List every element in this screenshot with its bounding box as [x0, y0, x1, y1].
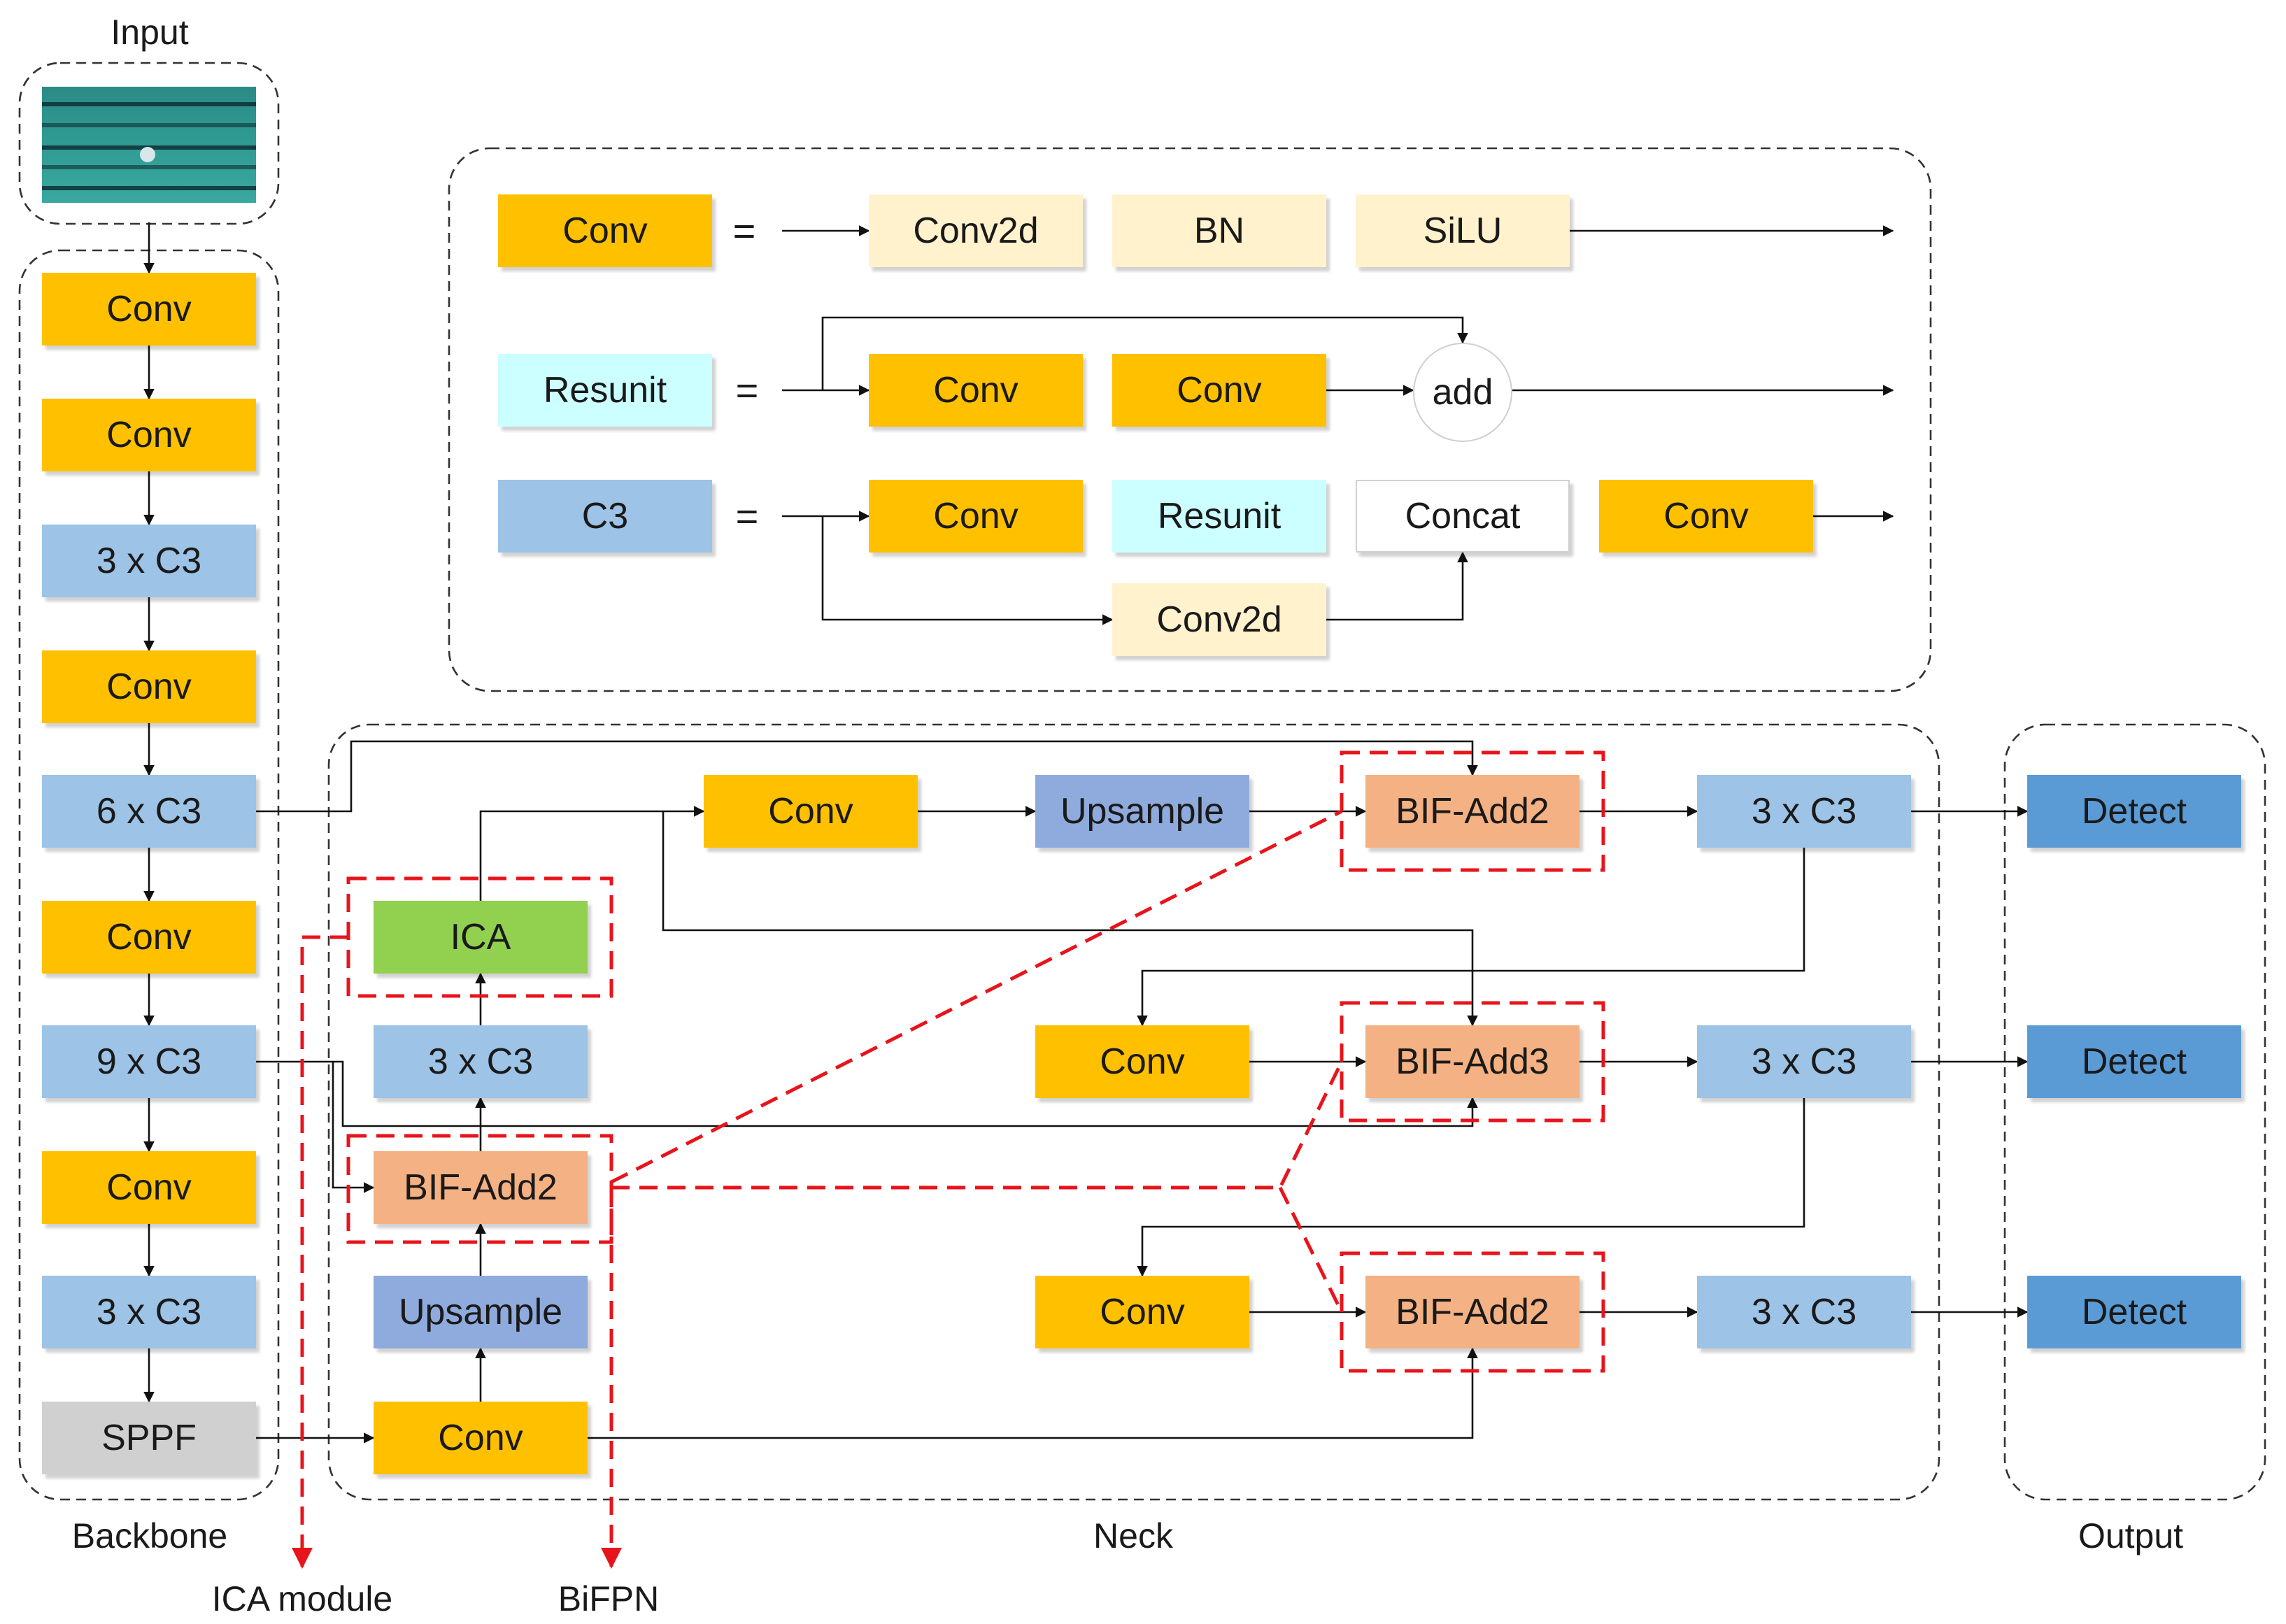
legend-c3-conv-1: Conv	[869, 480, 1083, 553]
bot-bif-highlight-box	[1340, 1251, 1605, 1373]
legend-c3-lhs: C3	[498, 480, 712, 553]
neck-ica-block: ICA	[374, 901, 588, 974]
neck-label: Neck	[1093, 1516, 1173, 1555]
neck-mid-c3: 3 x C3	[1697, 1025, 1911, 1098]
backbone-block-7: 9 x C3	[42, 1025, 256, 1098]
neck-bot-c3: 3 x C3	[1697, 1276, 1911, 1348]
arrow-6xc3-to-top-bif	[256, 740, 1478, 813]
bifpn-link-to-bot	[1278, 1186, 1344, 1313]
bifpn-link-to-mid	[611, 1060, 1344, 1190]
ica-module-label: ICA module	[211, 1579, 393, 1618]
legend-add-node: add	[1413, 343, 1512, 442]
neck-top-upsample: Upsample	[1035, 775, 1249, 848]
swimmer-mark	[140, 147, 155, 162]
legend-c3-concat: Concat	[1356, 480, 1570, 553]
neck-mid-conv: Conv	[1035, 1025, 1249, 1098]
legend-equals-3: =	[735, 494, 759, 539]
neck-left-c3: 3 x C3	[374, 1025, 588, 1098]
neck-left-conv: Conv	[374, 1402, 588, 1474]
backbone-block-10: SPPF	[42, 1402, 256, 1474]
legend-resunit-lhs: Resunit	[498, 354, 712, 427]
backbone-block-3: 3 x C3	[42, 525, 256, 597]
bifpn-label: BiFPN	[558, 1579, 660, 1618]
legend-equals-2: =	[735, 368, 759, 413]
neck-group-outline	[327, 723, 1940, 1501]
backbone-block-2: Conv	[42, 399, 256, 471]
input-pool-image	[42, 87, 256, 203]
backbone-block-4: Conv	[42, 650, 256, 723]
detect-head-1: Detect	[2027, 775, 2241, 848]
mid-bif-highlight-box	[1340, 1001, 1605, 1123]
backbone-label: Backbone	[71, 1516, 228, 1555]
neck-top-conv: Conv	[704, 775, 918, 848]
legend-group-outline	[448, 147, 1932, 692]
ica-highlight-box	[346, 876, 613, 998]
neck-bot-conv: Conv	[1035, 1276, 1249, 1348]
legend-conv2d: Conv2d	[869, 194, 1083, 267]
backbone-block-8: Conv	[42, 1151, 256, 1224]
left-bif-highlight-box	[346, 1134, 613, 1244]
detect-head-2: Detect	[2027, 1025, 2241, 1098]
arrow-9xc3-to-left-bif	[332, 1062, 375, 1193]
arrow-9xc3-to-mid-bif	[256, 1060, 1478, 1127]
legend-res-conv-2: Conv	[1112, 354, 1326, 427]
legend-bn: BN	[1112, 194, 1326, 267]
input-label: Input	[111, 13, 189, 52]
neck-top-bif-add2: BIF-Add2	[1365, 775, 1579, 848]
arrow-conv-to-bot-bif	[588, 1347, 1478, 1439]
top-bif-highlight-box	[1340, 750, 1605, 872]
arrow-ica-to-top-conv	[479, 806, 705, 901]
ica-module-pointer	[292, 935, 348, 1569]
neck-top-c3: 3 x C3	[1697, 775, 1911, 848]
legend-c3-conv-2: Conv	[1599, 480, 1813, 553]
detect-head-3: Detect	[2027, 1276, 2241, 1348]
legend-silu: SiLU	[1356, 194, 1570, 267]
legend-arrow-c3-branch	[821, 516, 1114, 625]
neck-mid-bif-add3: BIF-Add3	[1365, 1025, 1579, 1098]
backbone-block-5: 6 x C3	[42, 775, 256, 848]
backbone-block-1: Conv	[42, 273, 256, 346]
legend-equals-1: =	[732, 208, 756, 253]
legend-arrow-res-skip	[821, 316, 1468, 390]
bifpn-link-to-top	[610, 809, 1343, 1184]
legend-arrow-c3-to-concat	[1326, 551, 1468, 621]
arrow-mid-c3-to-bot-conv	[1137, 1098, 1805, 1277]
arrow-top-conv-skip-to-mid-bif	[662, 811, 1478, 1027]
backbone-block-6: Conv	[42, 901, 256, 974]
neck-left-bif-add2: BIF-Add2	[374, 1151, 588, 1224]
legend-conv-lhs: Conv	[498, 194, 712, 267]
legend-res-conv-1: Conv	[869, 354, 1083, 427]
legend-c3-resunit: Resunit	[1112, 480, 1326, 553]
neck-bot-bif-add2: BIF-Add2	[1365, 1276, 1579, 1348]
output-group-outline	[2003, 723, 2266, 1501]
output-label: Output	[2078, 1516, 2184, 1555]
neck-left-upsample: Upsample	[374, 1276, 588, 1348]
legend-c3-conv2d-branch: Conv2d	[1112, 583, 1326, 656]
backbone-block-9: 3 x C3	[42, 1276, 256, 1348]
arrow-top-c3-to-mid-conv	[1137, 848, 1805, 1027]
